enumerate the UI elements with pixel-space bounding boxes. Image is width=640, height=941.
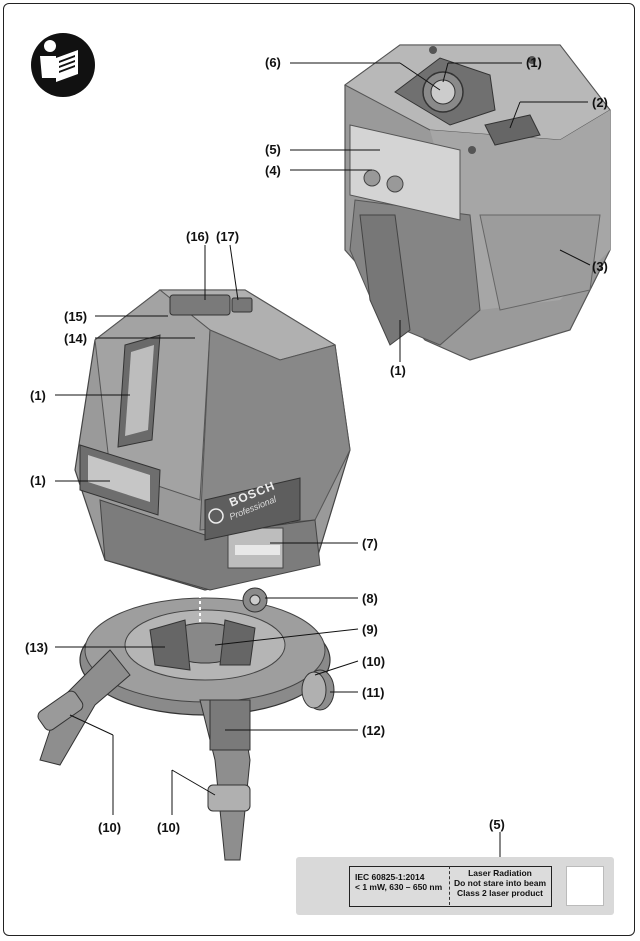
callout-10-left: (10) <box>98 820 122 835</box>
callout-1-vertical: (1) <box>30 388 46 403</box>
callout-3: (3) <box>592 259 608 274</box>
callout-1-top: (1) <box>526 55 542 70</box>
warning-line-2: Class 2 laser product <box>457 888 543 898</box>
callout-6: (6) <box>265 55 281 70</box>
laser-warning-text: Laser Radiation Do not stare into beam C… <box>452 868 548 898</box>
callout-9: (9) <box>362 622 378 637</box>
callout-5: (5) <box>265 142 281 157</box>
callout-7: (7) <box>362 536 378 551</box>
callout-15: (15) <box>64 309 88 324</box>
callout-2: (2) <box>592 95 608 110</box>
callout-1-horizontal: (1) <box>30 473 46 488</box>
callout-12: (12) <box>362 723 386 738</box>
callout-10-center: (10) <box>157 820 181 835</box>
laser-label-text-box <box>349 866 552 907</box>
page-frame <box>3 3 635 936</box>
callout-17: (17) <box>216 229 240 244</box>
device-front-view <box>74 289 351 591</box>
warning-line-1: Do not stare into beam <box>453 878 547 888</box>
label-divider <box>449 866 450 905</box>
callout-4: (4) <box>265 163 281 178</box>
laser-power: < 1 mW, 630 – 650 nm <box>355 882 443 892</box>
warning-title: Laser Radiation <box>468 868 532 878</box>
laser-standard: IEC 60825-1:2014 <box>355 872 425 882</box>
label-blank-square <box>566 866 604 906</box>
callout-13: (13) <box>25 640 49 655</box>
rotating-base <box>37 587 335 861</box>
callout-11: (11) <box>362 685 385 700</box>
callout-1-bottom: (1) <box>390 363 406 378</box>
leader-lines <box>55 62 591 858</box>
callout-8: (8) <box>362 591 378 606</box>
callout-16: (16) <box>186 229 210 244</box>
callout-5-label: (5) <box>489 817 505 832</box>
callout-14: (14) <box>64 331 88 346</box>
read-manual-icon <box>31 33 95 97</box>
device-bottom-view <box>344 44 611 361</box>
callout-10-right: (10) <box>362 654 386 669</box>
laser-spec: IEC 60825-1:2014 < 1 mW, 630 – 650 nm <box>355 872 442 892</box>
